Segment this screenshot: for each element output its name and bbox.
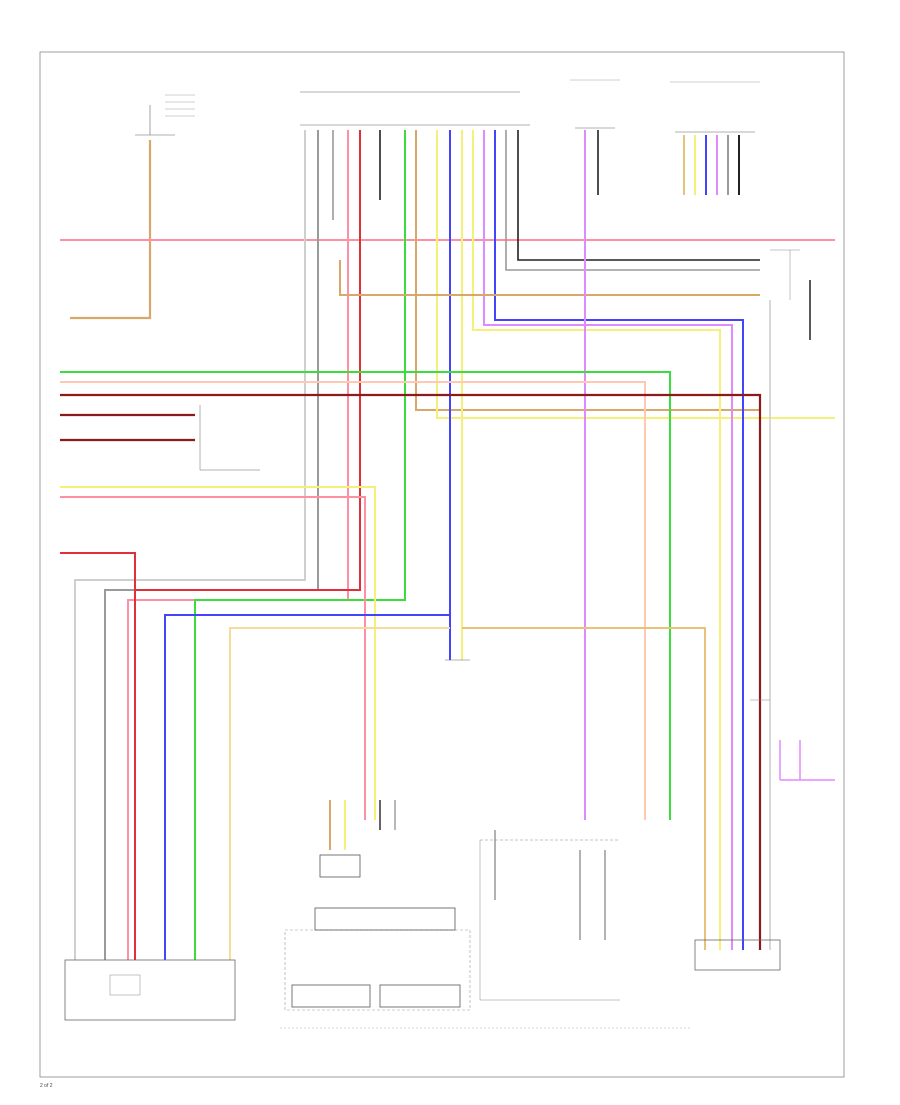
wire-tan-3: [339, 260, 760, 296]
wire-peach-1: [60, 381, 646, 820]
lower-left-module: [64, 959, 236, 1021]
wire-violet-1: [483, 130, 733, 950]
relay-right-middle: [770, 249, 811, 340]
lower-right-connector: [694, 939, 781, 971]
switch-left-middle: [199, 405, 260, 471]
wire-pink-2: [127, 130, 349, 960]
footer-code: 2 of 2: [40, 1083, 53, 1089]
wire-gray-3: [505, 130, 760, 271]
wire-green-1: [194, 130, 406, 960]
diagram-border: [39, 51, 845, 1078]
wire-red-2: [60, 552, 136, 960]
wire-blue-2: [494, 130, 744, 950]
wire-red-1: [135, 130, 361, 591]
lower-center-module: [284, 854, 471, 1011]
wire-blue-3: [164, 614, 450, 960]
wire-lightorange-1: [229, 627, 450, 960]
wire-yellow-4: [60, 486, 376, 820]
wire-gray-1: [104, 130, 319, 960]
fuse-box-top-left: [135, 94, 195, 136]
small-connectors-lower-center: [329, 800, 396, 850]
wire-yellow-3: [472, 130, 721, 950]
wire-green-2: [60, 371, 671, 820]
wire-lightgray-1: [74, 130, 306, 960]
lower-right-module: [479, 830, 620, 1001]
connector-top-right-b: [670, 81, 760, 133]
wire-tan-1: [70, 140, 152, 320]
wire-black-2: [517, 130, 760, 261]
sensor-right-lower: [750, 699, 835, 781]
wire-darkred-1: [60, 393, 762, 950]
wire-pink-3: [60, 496, 366, 820]
connector-bank-top-center: [300, 91, 530, 126]
wire-orange-2: [462, 627, 706, 950]
connector-top-right-a: [570, 79, 620, 129]
wire-yellow-1: [436, 130, 835, 419]
